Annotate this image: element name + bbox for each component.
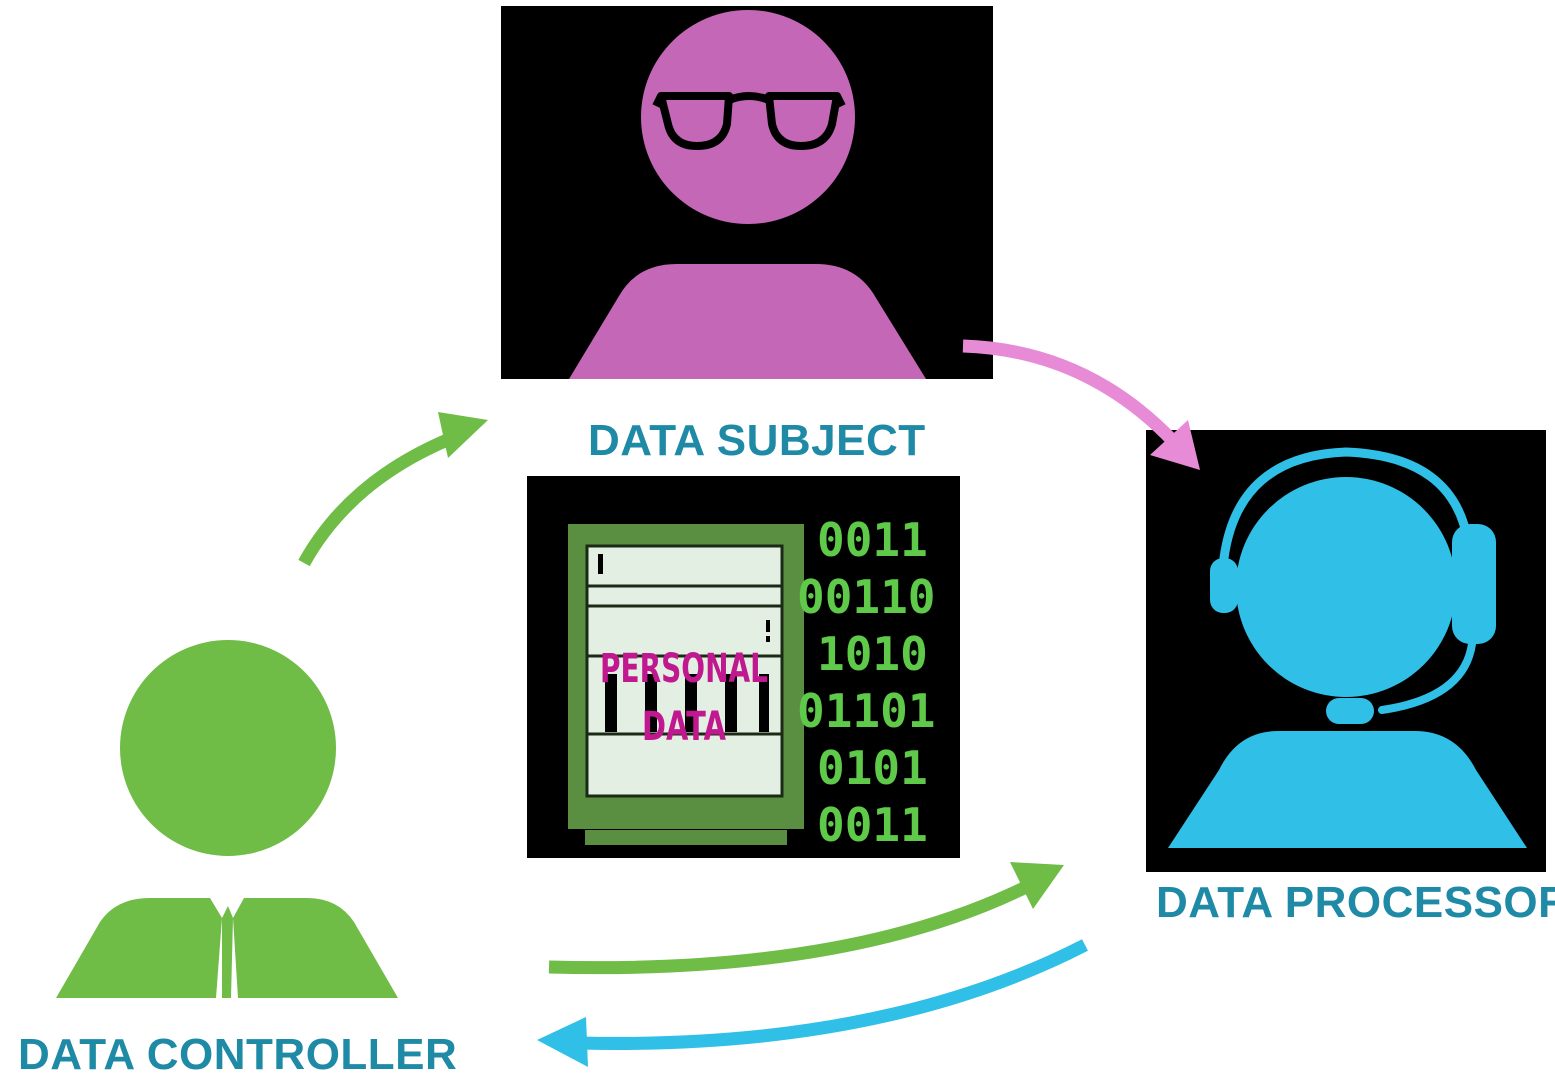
server-rack-icon: PERSONAL DATA 0011 00110 1010 01101 0101… — [568, 513, 935, 852]
data-controller-label: DATA CONTROLLER — [18, 1030, 458, 1079]
headset-mic-boom — [1378, 640, 1476, 714]
binary-line: 1010 — [817, 627, 928, 681]
server-led — [766, 636, 770, 642]
processor-head — [1236, 477, 1456, 697]
person-with-glasses-icon — [569, 10, 926, 379]
binary-line: 0011 — [817, 513, 928, 567]
data-subject-label: DATA SUBJECT — [588, 416, 926, 465]
arrowhead-icon — [537, 1017, 588, 1067]
tie-icon — [222, 906, 233, 998]
subject-body — [569, 264, 926, 379]
controller-tie-gap — [210, 898, 244, 998]
server-unit — [585, 584, 784, 608]
arrowhead-icon — [1010, 862, 1064, 909]
controller-to-subject-arrow — [298, 431, 455, 567]
server-unit — [585, 654, 784, 736]
binary-column: 0011 00110 1010 01101 0101 0011 — [797, 513, 935, 852]
headset-left-ear — [1210, 558, 1238, 613]
server-unit — [585, 604, 784, 658]
server-slots — [605, 674, 769, 732]
headset-band — [1219, 447, 1473, 563]
processor-body — [1168, 731, 1527, 848]
arrowhead-icon — [438, 412, 488, 458]
server-led — [766, 620, 770, 632]
server-unit — [585, 732, 784, 798]
data-processor-label: DATA PROCESSOR — [1156, 878, 1555, 927]
binary-line: 00110 — [797, 570, 935, 624]
personal-data-panel: PERSONAL DATA 0011 00110 1010 01101 0101… — [527, 476, 960, 858]
controller-body — [56, 898, 398, 998]
binary-line: 01101 — [797, 684, 935, 738]
headset-right-ear — [1452, 524, 1496, 644]
personal-data-label-line1: PERSONAL — [600, 646, 768, 692]
glasses-icon — [652, 92, 846, 150]
processor-to-controller-arrow — [579, 939, 1088, 1050]
binary-line: 0101 — [817, 741, 928, 795]
server-base — [585, 830, 787, 845]
subject-head — [641, 10, 855, 224]
subject-to-processor-arrow — [962, 339, 1177, 445]
data-processor-panel — [1146, 430, 1546, 872]
controller-head — [120, 640, 336, 856]
server-led — [598, 554, 603, 574]
headset-mic — [1326, 698, 1374, 724]
data-subject-panel — [501, 6, 993, 379]
controller-to-processor-arrow — [548, 879, 1033, 975]
person-with-headset-icon — [1168, 447, 1527, 848]
server-unit — [585, 544, 784, 588]
personal-data-label-line2: DATA — [642, 704, 726, 750]
binary-line: 0011 — [817, 798, 928, 852]
